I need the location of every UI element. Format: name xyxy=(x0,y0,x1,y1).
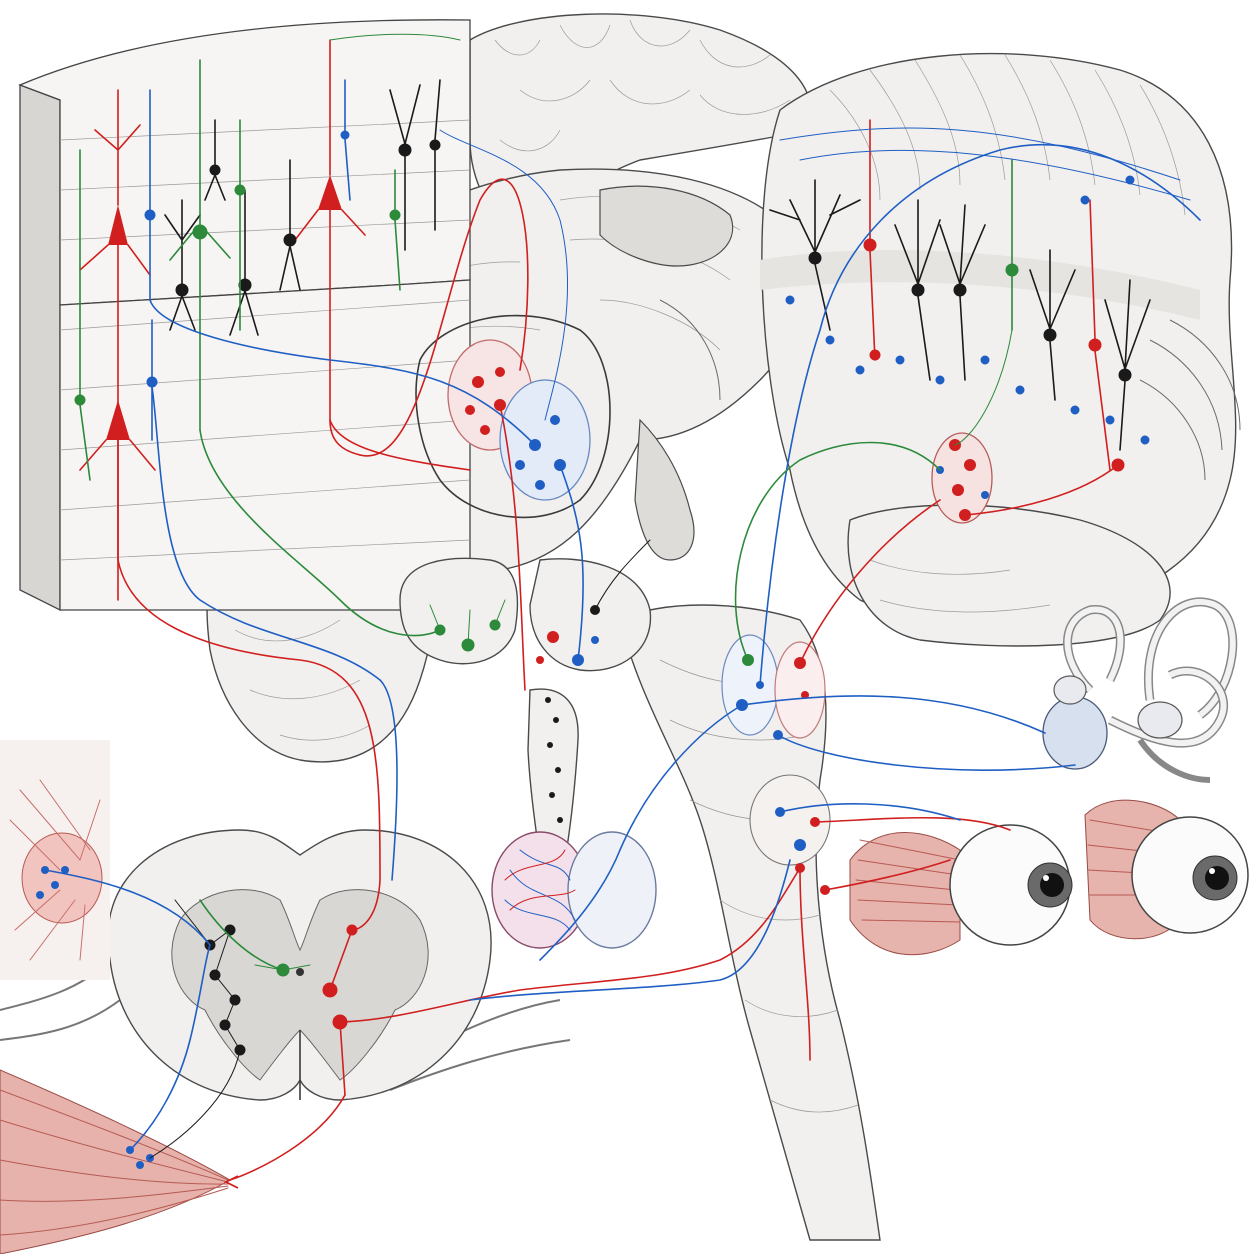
eyeball-right xyxy=(1084,799,1249,940)
eyeball-left xyxy=(849,824,1073,956)
brainstem-nuclei xyxy=(721,634,831,895)
pituitary-gland xyxy=(491,688,657,949)
motor-arrow-icon xyxy=(223,1175,239,1189)
spinal-cord-section xyxy=(0,829,571,1101)
cerebellum xyxy=(760,52,1241,647)
skin-receptor xyxy=(0,740,110,980)
pyramidal-neuron xyxy=(79,400,156,601)
purkinje-neurons xyxy=(769,119,1151,472)
pyramidal-neurons xyxy=(79,39,366,601)
cortex-block xyxy=(18,19,471,612)
vestibular-labyrinth xyxy=(1042,597,1238,783)
skeletal-muscle xyxy=(0,1069,232,1254)
ventricle-system xyxy=(599,185,734,561)
pyramidal-neuron xyxy=(294,39,366,456)
deep-cerebellar-nucleus xyxy=(931,432,993,524)
midbrain-nuclei xyxy=(399,557,652,672)
fiber-tracts xyxy=(44,33,1201,1181)
cortical-interneurons xyxy=(74,59,441,481)
